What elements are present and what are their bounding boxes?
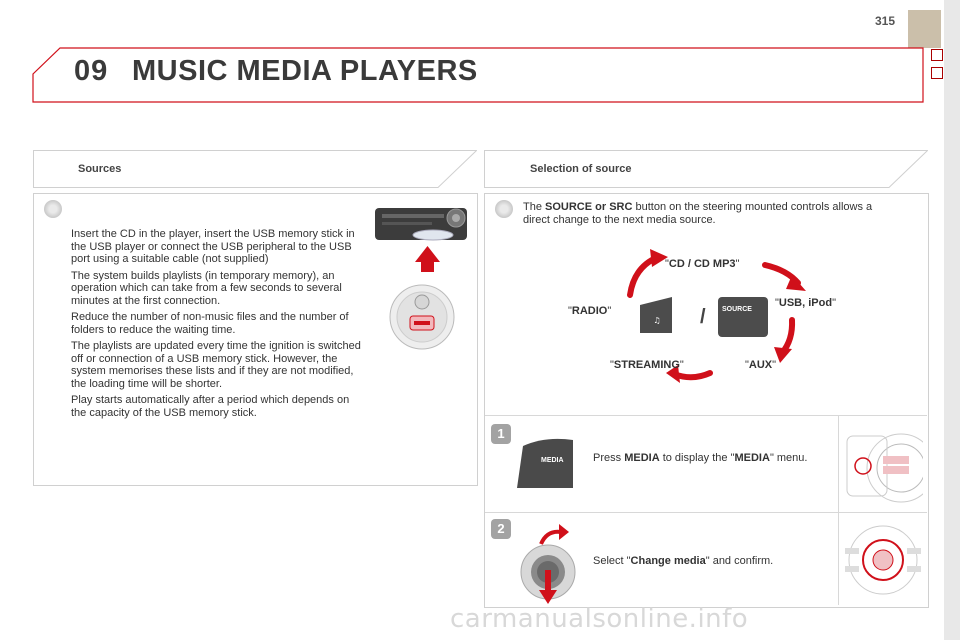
step-2-badge: 2 [491,519,511,539]
source-radio-label: "RADIO" [568,305,612,317]
section-header-frame [33,150,477,188]
divider [485,512,927,513]
paragraph: Insert the CD in the player, insert the … [71,228,355,265]
source-cd-label: "CD / CD MP3" [665,258,740,270]
paragraph: Play starts automatically after a period… [71,394,350,419]
selection-title: Selection of source [530,163,632,175]
step-2-text: Select "Change media" and confirm. [593,555,774,567]
sources-text: Insert the CD in the player, insert the … [71,228,363,423]
chapter-title: MUSIC MEDIA PLAYERS [132,55,478,87]
paragraph: Reduce the number of non-music files and… [71,311,349,336]
source-cycle-diagram: ♫ [627,249,806,383]
info-bulb-icon [44,200,62,218]
tab-marker-icon [931,49,943,61]
media-button-illustration [517,438,573,488]
step-1-panel-inset [838,416,927,512]
paragraph: The system builds playlists (in temporar… [71,269,342,307]
step-1-badge: 1 [491,424,511,444]
svg-text:♫: ♫ [653,316,660,325]
divider [485,415,927,416]
section-header-frame [484,150,928,188]
control-panel-illustration [846,433,923,503]
navigation-knob-illustration [845,525,921,595]
usb-port-illustration [389,284,455,350]
watermark: carmanualsonline.info [450,604,749,634]
source-aux-label: "AUX" [745,359,777,371]
media-button-label: MEDIA [541,457,564,464]
source-usb-label: "USB, iPod" [775,297,836,309]
selection-panel [484,193,929,608]
info-bulb-icon [495,200,513,218]
source-button-label: SOURCE [722,306,752,313]
rotary-knob-illustration [520,524,576,604]
source-streaming-label: "STREAMING" [610,359,684,371]
step-1-text: Press MEDIA to display the "MEDIA" menu. [593,452,808,464]
selection-intro: The SOURCE or SRC button on the steering… [523,201,873,226]
chapter-number: 09 [74,55,109,87]
slash-separator: / [700,306,706,328]
page-edge-strip [944,0,960,640]
tab-marker-icon [931,67,943,79]
paragraph: The playlists are updated every time the… [71,340,361,390]
page-number: 315 [875,14,896,28]
step-2-panel-inset [838,513,927,605]
cd-player-illustration [375,208,467,272]
sources-title: Sources [78,163,122,175]
chapter-tab [908,10,941,48]
chapter-header-frame [32,47,924,103]
